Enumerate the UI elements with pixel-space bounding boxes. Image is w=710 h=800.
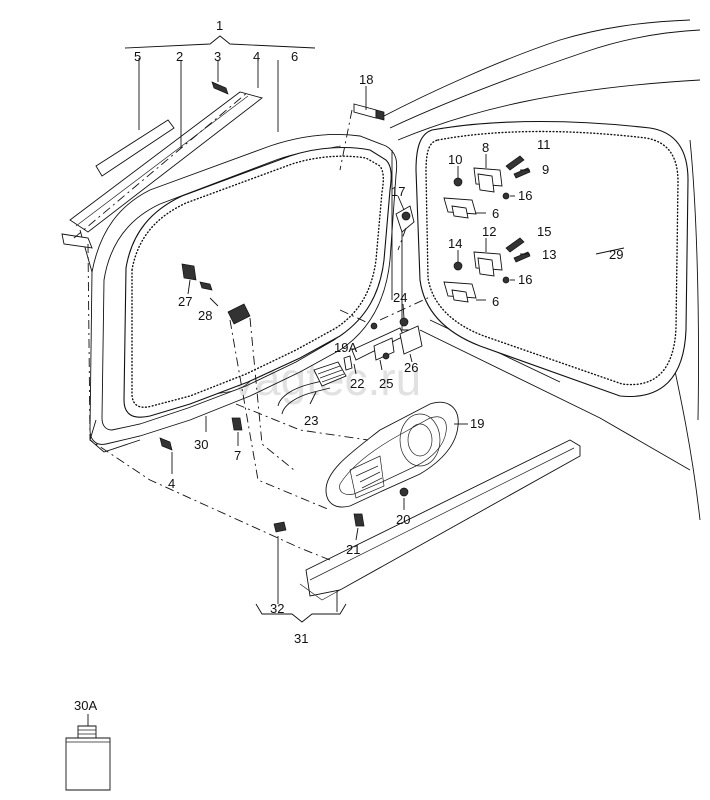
label-16-bottom: 16: [518, 272, 532, 287]
label-16-top: 16: [518, 188, 532, 203]
label-17: 17: [391, 184, 405, 199]
handle-bracket: [343, 317, 423, 371]
label-28: 28: [198, 308, 212, 323]
hinges: [443, 155, 531, 303]
label-19a: 19A: [334, 340, 357, 355]
label-31: 31: [294, 631, 308, 646]
label-7: 7: [234, 448, 241, 463]
sealant-bottle-icon: [65, 725, 111, 791]
label-2: 2: [176, 49, 183, 64]
label-3: 3: [214, 49, 221, 64]
label-22: 22: [350, 376, 364, 391]
fasteners: [159, 81, 365, 533]
label-6-top: 6: [291, 49, 298, 64]
label-18: 18: [359, 72, 373, 87]
label-13: 13: [542, 247, 556, 262]
label-6-bottom: 6: [492, 294, 499, 309]
label-29: 29: [609, 247, 623, 262]
label-21: 21: [346, 542, 360, 557]
label-24: 24: [393, 290, 407, 305]
part-labels: 1 5 2 3 4 6 18 8 11 10 9 17 16 6 12 15 1…: [74, 18, 623, 713]
label-9: 9: [542, 162, 549, 177]
label-4-bottom: 4: [168, 476, 175, 491]
window-trims: [61, 91, 263, 249]
label-6-mid: 6: [492, 206, 499, 221]
label-27: 27: [178, 294, 192, 309]
label-10: 10: [448, 152, 462, 167]
label-1: 1: [216, 18, 223, 33]
label-15: 15: [537, 224, 551, 239]
label-5: 5: [134, 49, 141, 64]
door-seal: [123, 146, 392, 418]
check-strap: [353, 103, 415, 233]
module-carrier: [325, 401, 459, 508]
label-30a: 30A: [74, 698, 97, 713]
label-23: 23: [304, 413, 318, 428]
label-14: 14: [448, 236, 462, 251]
label-12: 12: [482, 224, 496, 239]
cable-connector: [277, 361, 347, 415]
label-11: 11: [537, 137, 551, 152]
label-4-top: 4: [253, 49, 260, 64]
label-20: 20: [396, 512, 410, 527]
label-25: 25: [379, 376, 393, 391]
label-26: 26: [404, 360, 418, 375]
label-32: 32: [270, 601, 284, 616]
leader-lines: [73, 35, 625, 732]
label-8: 8: [482, 140, 489, 155]
sill-trim: [299, 439, 581, 601]
label-19: 19: [470, 416, 484, 431]
label-30: 30: [194, 437, 208, 452]
